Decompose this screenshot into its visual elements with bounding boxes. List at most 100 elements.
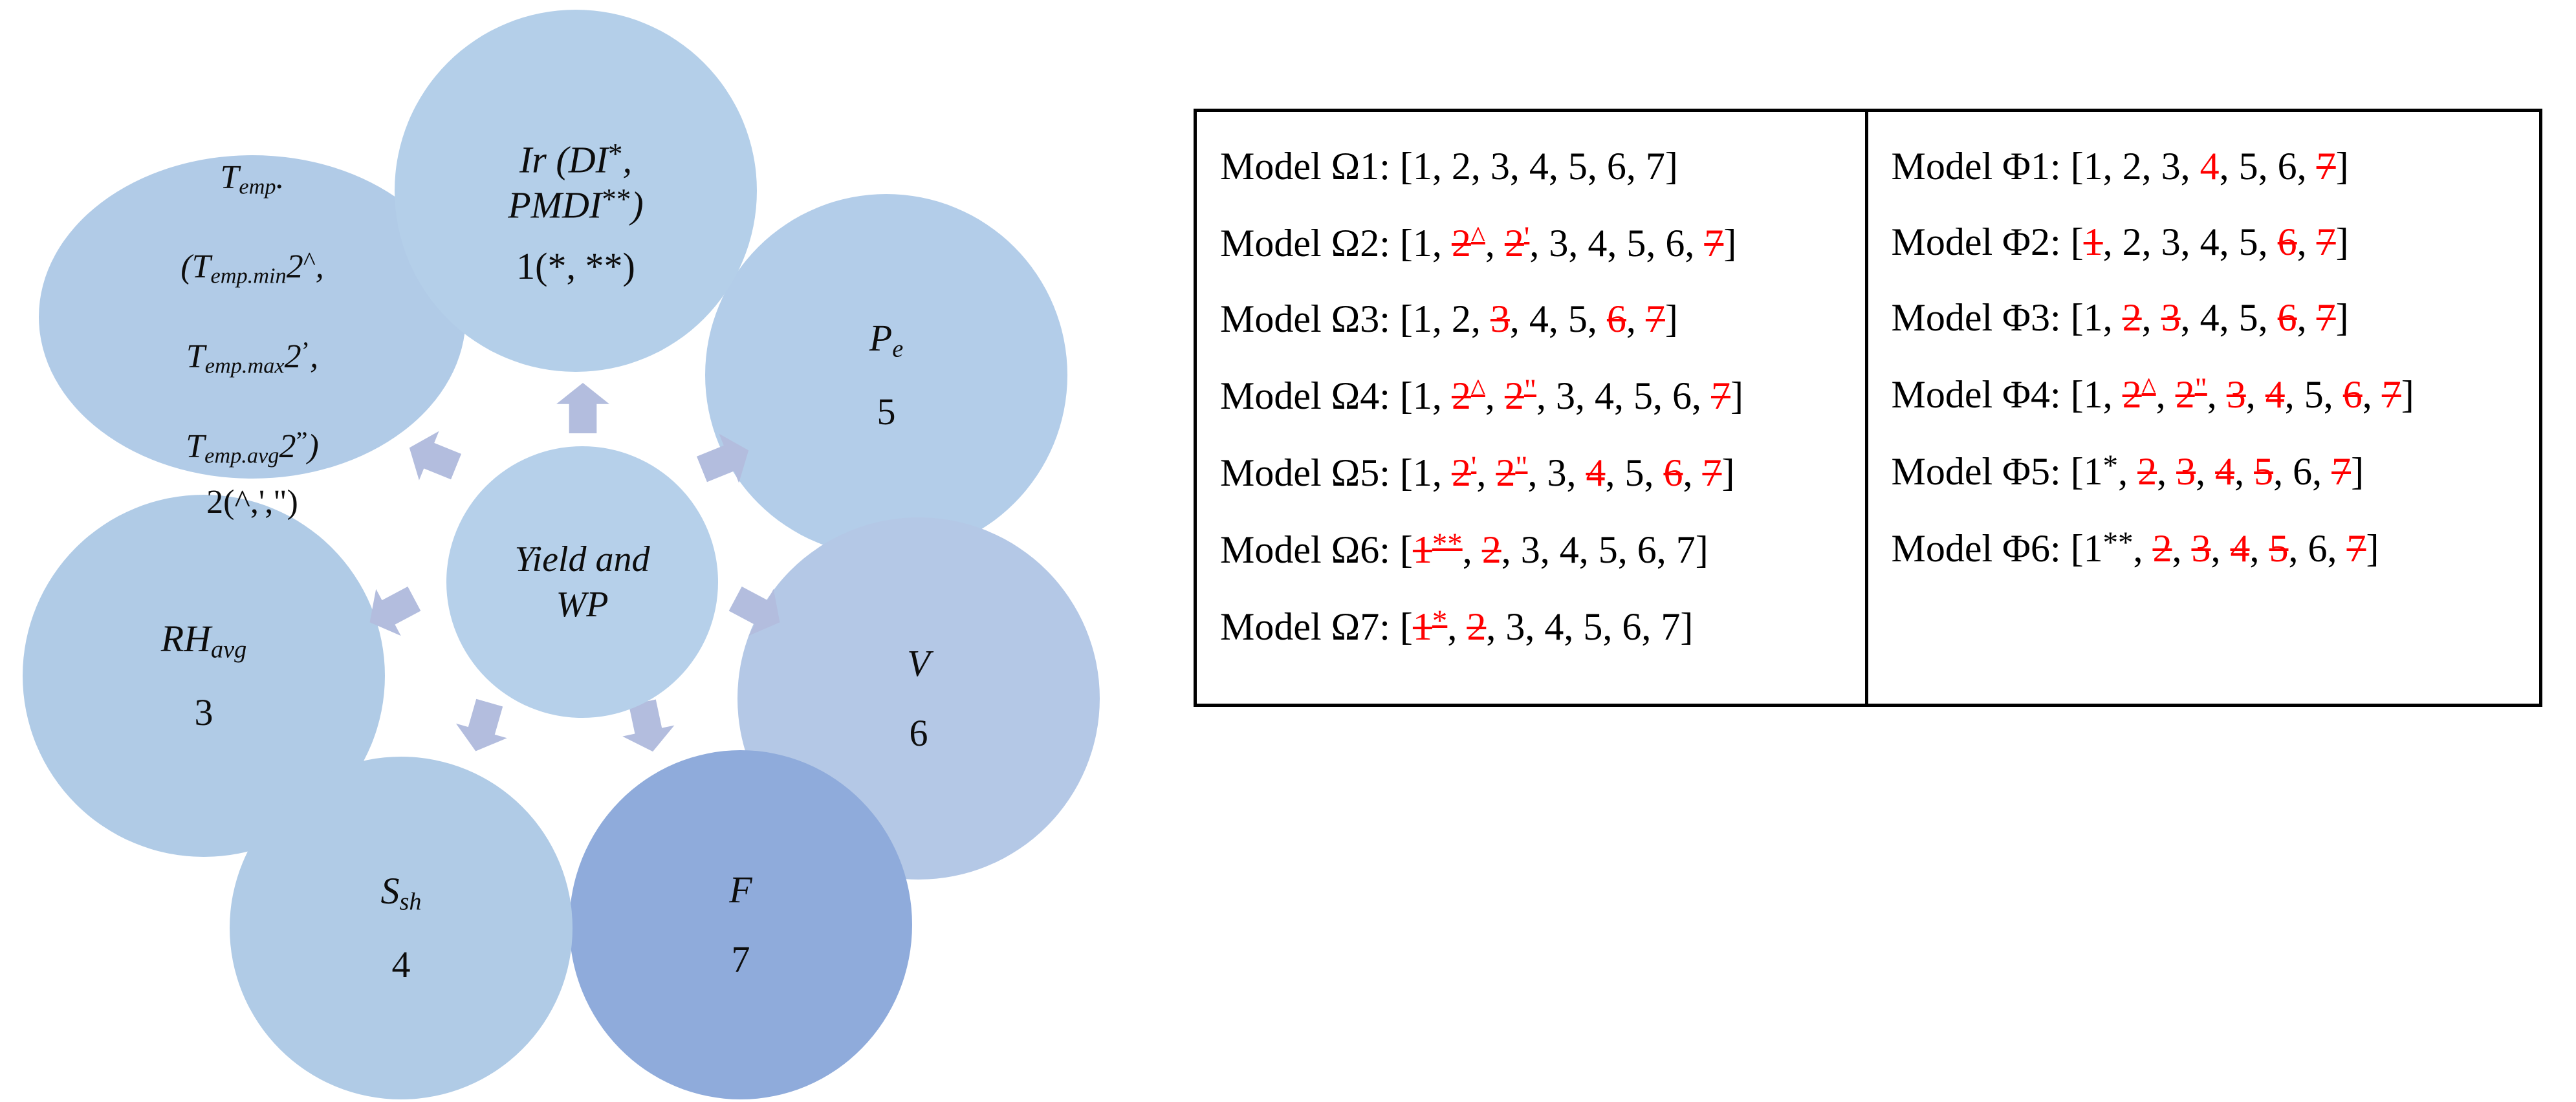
token-separator: , bbox=[1564, 605, 1584, 649]
token-separator: , bbox=[2258, 145, 2278, 188]
model-token: 2' bbox=[1504, 221, 1530, 265]
model-token: 3 bbox=[1520, 528, 1540, 572]
token-separator: , bbox=[2157, 450, 2177, 493]
model-token: 4 bbox=[2265, 373, 2285, 416]
token-separator: , bbox=[1432, 451, 1452, 495]
model-token: 4 bbox=[2199, 296, 2220, 339]
token-separator: , bbox=[1685, 222, 1705, 265]
model-token: 5 bbox=[2269, 527, 2289, 570]
token-separator: , bbox=[1626, 297, 1646, 341]
token-separator: , bbox=[2210, 527, 2231, 570]
token-separator: , bbox=[1525, 605, 1545, 649]
petal-ssh: Ssh 4 bbox=[230, 757, 573, 1099]
model-row-omega4: Model Ω4: [1, 2^, 2", 3, 4, 5, 6, 7] bbox=[1220, 373, 1743, 418]
model-token: 5 bbox=[2304, 373, 2324, 416]
model-token: 5 bbox=[2238, 145, 2258, 188]
model-row-omega7: Model Ω7: [1*, 2, 3, 4, 5, 6, 7] bbox=[1220, 604, 1694, 649]
token-separator: , bbox=[2327, 527, 2347, 570]
token-separator: , bbox=[2180, 221, 2200, 263]
token-separator: , bbox=[2219, 296, 2239, 339]
model-token: 1** bbox=[2083, 526, 2134, 570]
model-token: 4 bbox=[1588, 222, 1608, 265]
model-token: 6 bbox=[2277, 296, 2297, 339]
model-token: 7 bbox=[1710, 374, 1730, 418]
token-separator: , bbox=[1540, 528, 1560, 572]
model-token: 7 bbox=[2316, 296, 2336, 339]
model-token: 2" bbox=[1504, 373, 1536, 418]
model-row-label: Model Φ1: bbox=[1891, 145, 2071, 188]
model-row-omega1: Model Ω1: [1, 2, 3, 4, 5, 6, 7] bbox=[1220, 145, 1678, 188]
token-separator: , bbox=[2284, 373, 2304, 416]
token-separator: , bbox=[2180, 145, 2200, 188]
model-token: 2 bbox=[2152, 527, 2172, 570]
token-separator: , bbox=[2172, 527, 2192, 570]
model-token: 3 bbox=[2191, 527, 2211, 570]
model-token: 7 bbox=[2316, 145, 2336, 188]
model-token: 7 bbox=[1645, 145, 1665, 188]
model-token: 2' bbox=[1451, 450, 1477, 495]
model-token: 5 bbox=[1626, 222, 1646, 265]
token-separator: , bbox=[2362, 373, 2382, 416]
model-token: 6 bbox=[1672, 374, 1692, 418]
model-token: 4 bbox=[1586, 451, 1606, 495]
model-table-column-phi: Model Φ1: [1, 2, 3, 4, 5, 6, 7]Model Φ2:… bbox=[1868, 112, 2540, 704]
petal-pe-index: 5 bbox=[877, 390, 896, 433]
chevron-arrow-icon-southwest bbox=[450, 695, 515, 759]
petal-v-symbol: V bbox=[907, 642, 930, 684]
model-token: 1 bbox=[1412, 451, 1432, 495]
model-token: 1** bbox=[1412, 527, 1463, 572]
petal-temp-symbol: Temp. (Temp.min2^, Temp.max2’, Temp.avg2… bbox=[180, 158, 324, 468]
token-separator: , bbox=[1432, 297, 1452, 341]
token-separator: , bbox=[1602, 605, 1622, 649]
token-separator: , bbox=[1641, 605, 1661, 649]
model-token: 1* bbox=[1412, 604, 1448, 649]
model-token: 1 bbox=[1412, 297, 1432, 341]
model-row-omega6: Model Ω6: [1**, 2, 3, 4, 5, 6, 7] bbox=[1220, 527, 1708, 572]
model-token: 4 bbox=[2215, 450, 2235, 493]
model-token: 1 bbox=[1412, 145, 1432, 188]
model-row-label: Model Φ5: bbox=[1891, 450, 2071, 493]
token-separator: , bbox=[2196, 450, 2216, 493]
model-token: 5 bbox=[1624, 451, 1644, 495]
model-row-phi2: Model Φ2: [1, 2, 3, 4, 5, 6, 7] bbox=[1891, 221, 2349, 263]
token-separator: , bbox=[1447, 605, 1467, 649]
token-separator: , bbox=[1485, 374, 1505, 418]
token-separator: , bbox=[1626, 145, 1646, 188]
model-token: 2 bbox=[1467, 605, 1487, 649]
model-token: 1* bbox=[2083, 449, 2119, 493]
token-separator: , bbox=[2312, 450, 2332, 493]
petal-ssh-index: 4 bbox=[391, 943, 411, 986]
model-table: Model Ω1: [1, 2, 3, 4, 5, 6, 7] Model Ω2:… bbox=[1194, 109, 2542, 707]
petal-v-index: 6 bbox=[909, 712, 928, 754]
model-token: 2 bbox=[2122, 221, 2142, 263]
token-separator: , bbox=[1617, 528, 1637, 572]
token-separator: , bbox=[1529, 222, 1549, 265]
model-token: 4 bbox=[1529, 145, 1549, 188]
model-token: 1 bbox=[2083, 373, 2103, 416]
token-separator: , bbox=[1548, 297, 1568, 341]
petal-temp: Temp. (Temp.min2^, Temp.max2’, Temp.avg2… bbox=[39, 155, 466, 521]
model-token: 3 bbox=[2176, 450, 2196, 493]
model-token: 2" bbox=[2175, 372, 2207, 416]
token-separator: , bbox=[1691, 374, 1711, 418]
model-token: 7 bbox=[1704, 222, 1724, 265]
model-token: 2 bbox=[2137, 450, 2157, 493]
model-row-phi4: Model Φ4: [1, 2^, 2", 3, 4, 5, 6, 7] bbox=[1891, 372, 2414, 416]
token-separator: , bbox=[1652, 374, 1672, 418]
model-token: 2" bbox=[1496, 450, 1528, 495]
token-separator: , bbox=[1509, 297, 1529, 341]
model-row-label: Model Ω6: bbox=[1220, 528, 1400, 572]
model-token: 6 bbox=[2308, 527, 2328, 570]
model-token: 3 bbox=[1555, 374, 1575, 418]
token-separator: , bbox=[2207, 373, 2227, 416]
model-token: 6 bbox=[1606, 145, 1626, 188]
chevron-arrow-icon-north bbox=[556, 383, 609, 433]
petal-ir: Ir (DI*,PMDI**) 1(*, **) bbox=[395, 10, 757, 372]
model-token: 6 bbox=[2342, 373, 2363, 416]
token-separator: , bbox=[2102, 221, 2123, 263]
model-token: 2 bbox=[1451, 145, 1471, 188]
model-row-label: Model Ω2: bbox=[1220, 222, 1400, 265]
model-token: 4 bbox=[1544, 605, 1564, 649]
model-token: 5 bbox=[1598, 528, 1618, 572]
token-separator: , bbox=[1476, 451, 1496, 495]
